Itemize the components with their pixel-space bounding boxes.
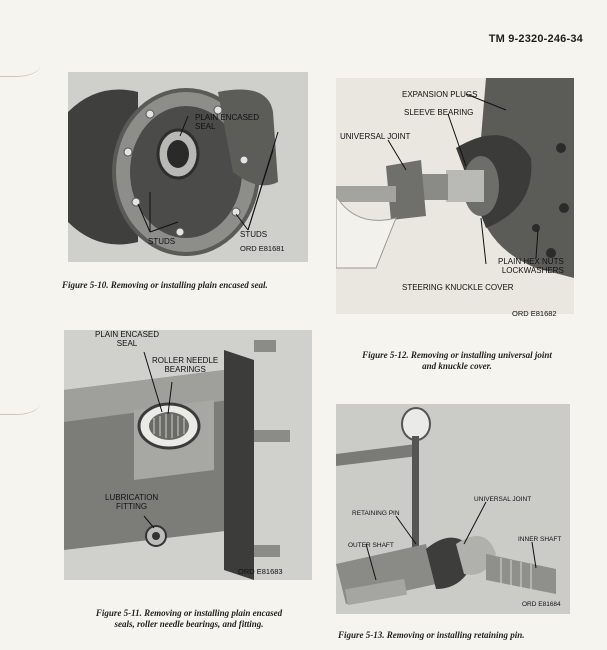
label-outer-shaft: OUTER SHAFT [348,542,394,549]
punch-hole-mark [0,58,40,77]
label-plain-encased-seal: PLAIN ENCASED SEAL [95,330,160,348]
label-ord-number: ORD E81682 [512,309,557,318]
label-retaining-pin: RETAINING PIN [352,510,400,517]
retaining-pin-illustration [336,404,570,614]
label-universal-joint: UNIVERSAL JOINT [474,496,532,503]
label-expansion-plugs: EXPANSION PLUGS [402,90,478,99]
label-ord-number: ORD E81684 [522,601,561,608]
document-number: TM 9-2320-246-34 [488,33,583,45]
seal-housing-illustration [68,72,308,262]
label-plain-encased-seal: PLAIN ENCASED SEAL [195,113,260,131]
label-universal-joint: UNIVERSAL JOINT [340,132,411,141]
label-steering-knuckle-cover: STEERING KNUCKLE COVER [402,283,514,292]
label-roller-needle-bearings: ROLLER NEEDLE BEARINGS [152,356,219,374]
universal-joint-illustration [336,78,574,314]
label-inner-shaft: INNER SHAFT [518,536,562,543]
label-lubrication-fitting: LUBRICATION FITTING [105,493,159,511]
caption-figure-5-11: Figure 5-11. Removing or installing plai… [95,608,283,629]
caption-figure-5-13: Figure 5-13. Removing or installing reta… [338,630,525,640]
figure-5-10-photo [68,72,308,262]
caption-figure-5-10: Figure 5-10. Removing or installing plai… [62,280,268,290]
figure-5-12-photo [336,78,574,314]
label-sleeve-bearing: SLEEVE BEARING [404,108,474,117]
knuckle-housing-illustration [64,330,312,580]
figure-5-13-photo [336,404,570,614]
label-studs-right: STUDS [240,230,268,239]
figure-5-11-photo [64,330,312,580]
label-studs-left: STUDS [148,237,176,246]
caption-figure-5-12: Figure 5-12. Removing or installing univ… [362,350,552,371]
punch-hole-mark [0,396,40,415]
label-ord-number: ORD E81681 [240,244,285,253]
label-plain-hex-nuts-lockwashers: PLAIN HEX NUTS LOCKWASHERS [498,257,564,275]
label-ord-number: ORD E81683 [238,567,283,576]
